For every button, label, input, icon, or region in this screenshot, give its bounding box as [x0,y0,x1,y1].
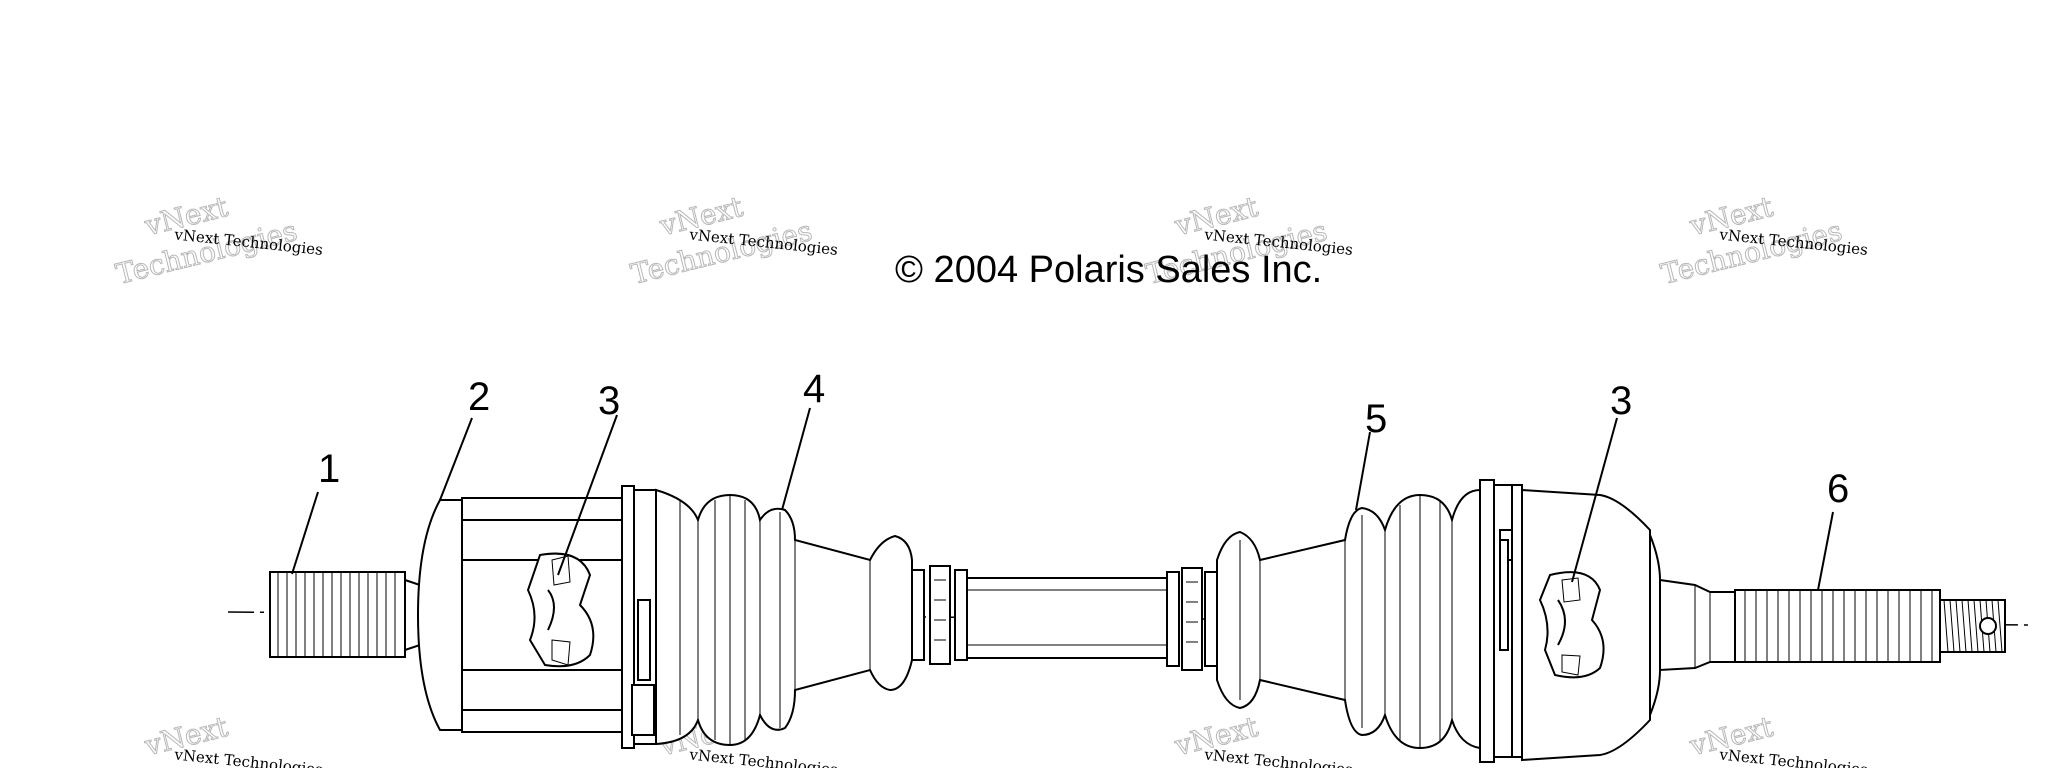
callout-5: 5 [1365,397,1387,441]
center-shaft [966,577,1168,659]
watermark-line1: vNext Technologies [1203,745,1354,768]
outer-stub-shaft [1659,578,1736,672]
watermark-line1: vNext Technologies [1718,745,1869,768]
callout-4: 4 [803,367,825,411]
callout-3: 3 [598,379,620,423]
splined-stub-shaft-left [269,571,421,658]
callout-2: 2 [468,375,490,419]
watermark: vNext Technologies vNext Technologies [112,189,324,291]
watermark: vNext Technologies vNext Technologies [1657,189,1869,291]
watermark: vNext vNext Technologies [1685,709,1869,768]
watermark: vNext Technologies vNext Technologies [627,189,839,291]
splined-shaft-right [1734,589,2006,663]
copyright-text: © 2004 Polaris Sales Inc. [895,249,1322,291]
watermark: vNext vNext Technologies [1170,709,1354,768]
boot-clamp-outer [1479,479,1523,763]
inner-cv-housing [416,497,623,733]
watermark-line1: vNext Technologies [688,745,839,768]
watermark: vNext vNext Technologies [140,709,324,768]
outer-boot [1216,488,1481,750]
callout-3-right: 3 [1610,379,1632,423]
leader-lines [291,407,1834,591]
watermark-line1: vNext Technologies [173,745,324,768]
inner-boot [655,488,913,747]
boot-clamp-small-right [1166,567,1218,671]
boot-clamp-inner [621,485,657,749]
boot-clamp-small-left [911,565,968,665]
callout-6: 6 [1827,467,1849,511]
callout-1: 1 [318,447,340,491]
outer-cv-housing [1521,488,1661,762]
